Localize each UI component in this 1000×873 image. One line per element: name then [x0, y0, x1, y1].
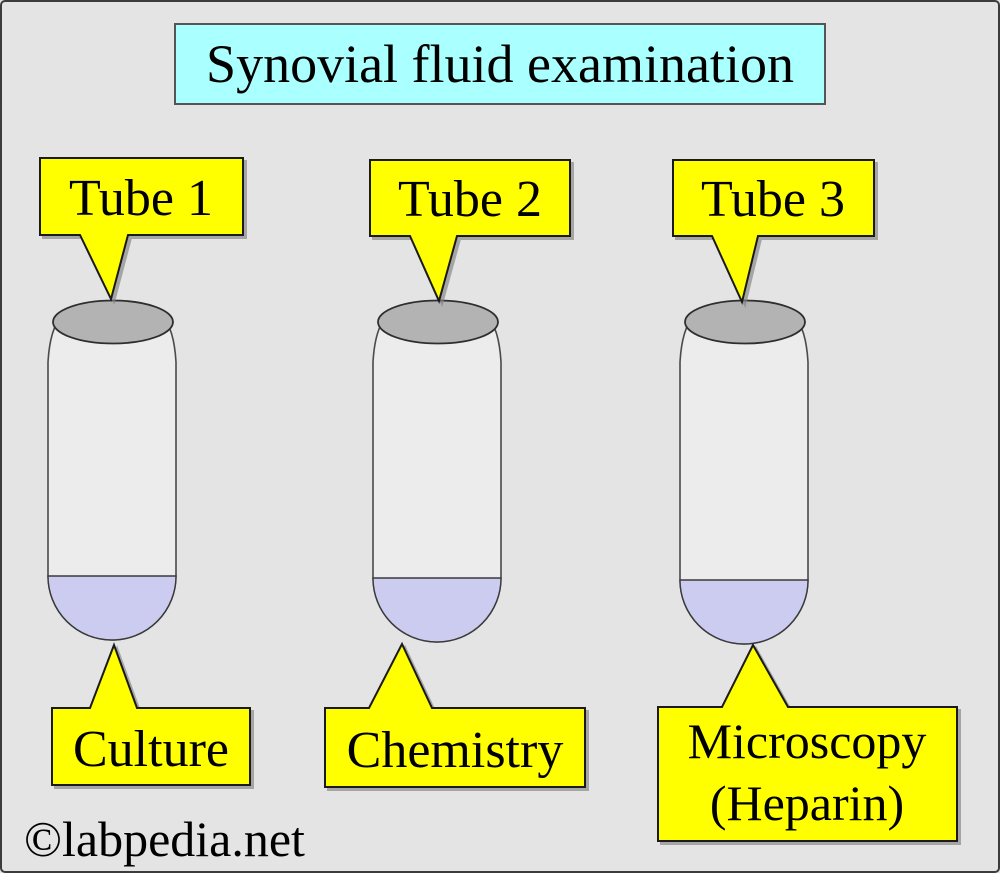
tube-2-cap: [377, 299, 499, 345]
tube-3-fluid: [679, 579, 809, 645]
tube-3-callout: [672, 159, 875, 306]
tube-2-fluid: [372, 577, 502, 643]
title-box: [174, 23, 826, 105]
culture-callout: [51, 642, 251, 786]
diagram-title: Synovial fluid examination: [206, 34, 794, 94]
watermark-text: ©labpedia.net: [24, 811, 305, 867]
tube-1-label: Tube 1: [69, 170, 213, 227]
microscopy-label-line2: (Heparin): [710, 775, 904, 831]
tube-2-label: Tube 2: [398, 171, 542, 228]
tube-3-cap: [684, 299, 806, 345]
tube-1-fluid: [47, 575, 177, 641]
chemistry-callout: [324, 641, 586, 788]
chemistry-label: Chemistry: [347, 722, 564, 779]
microscopy-callout: [657, 642, 958, 842]
culture-label: Culture: [73, 721, 229, 778]
tube-1-callout: [39, 157, 244, 302]
tube-3-label: Tube 3: [701, 171, 845, 228]
tube-1-cap: [52, 299, 174, 345]
microscopy-label-line1: Microscopy: [688, 713, 927, 769]
tube-2-callout: [369, 159, 571, 304]
